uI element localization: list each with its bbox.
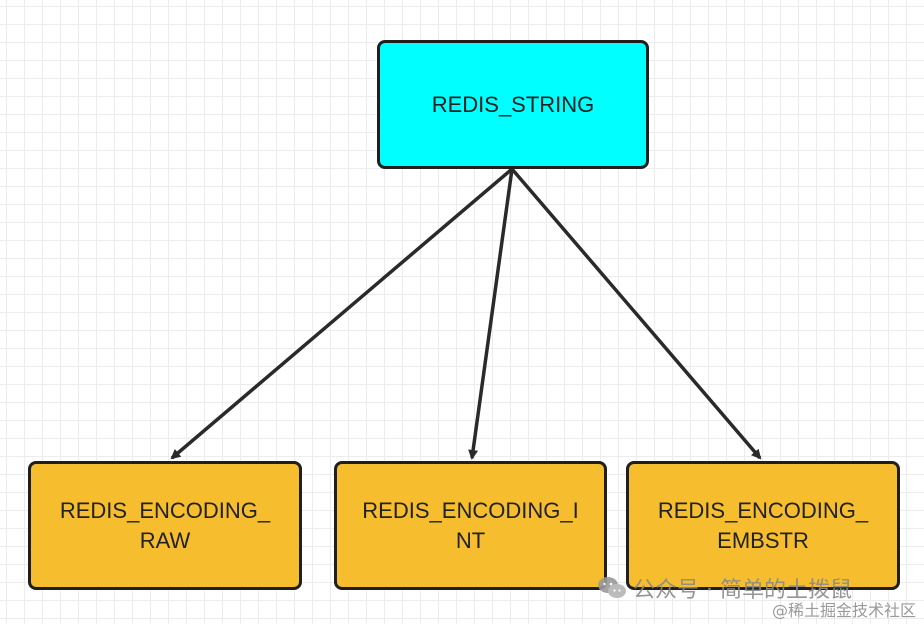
node-embstr-line1: REDIS_ENCODING_ [657, 497, 869, 523]
edge-root-to-embstr [510, 167, 762, 460]
wechat-icon [598, 577, 626, 598]
node-redis-encoding-int: REDIS_ENCODING_I NT [334, 461, 607, 590]
node-raw-line1: REDIS_ENCODING_ [59, 497, 271, 523]
node-redis-encoding-embstr: REDIS_ENCODING_ EMBSTR [626, 461, 900, 590]
watermark-site: @稀土掘金技术社区 [771, 601, 916, 620]
node-redis-string: REDIS_STRING [377, 40, 649, 169]
node-raw-line2: RAW [139, 527, 191, 553]
node-int-line2: NT [455, 527, 486, 553]
watermark-channel-text: 公众号 · 简单的土拨鼠 [633, 578, 852, 603]
edge-root-to-int [468, 168, 514, 460]
node-redis-string-label: REDIS_STRING [431, 91, 595, 117]
node-int-line1: REDIS_ENCODING_I [362, 497, 579, 523]
edge-root-to-raw [170, 167, 514, 460]
watermark-channel: 公众号 · 简单的土拨鼠 [597, 572, 852, 604]
node-redis-encoding-raw: REDIS_ENCODING_ RAW [28, 461, 302, 590]
node-embstr-line2: EMBSTR [717, 527, 809, 553]
